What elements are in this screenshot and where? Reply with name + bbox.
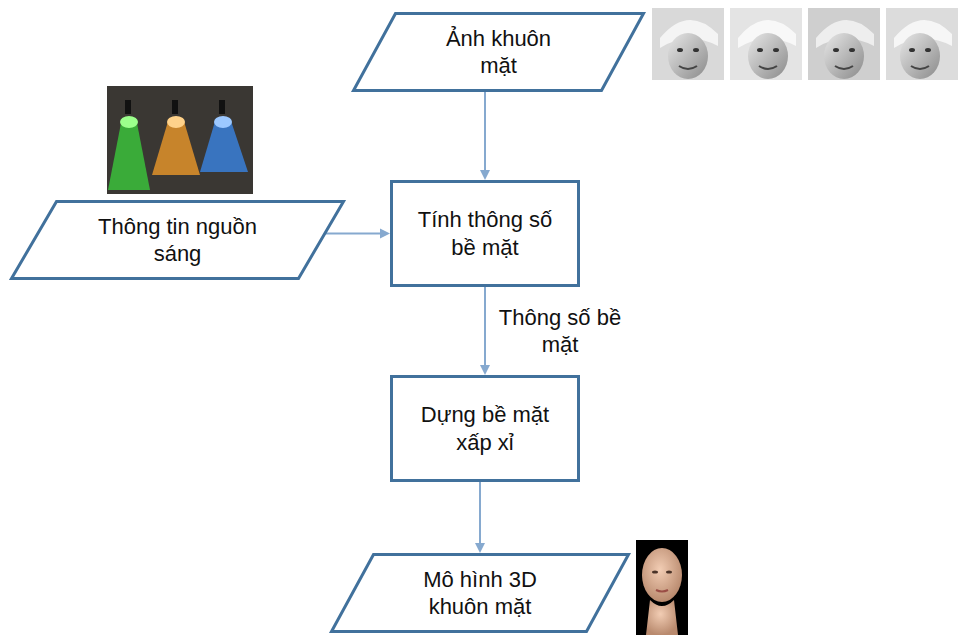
flow-arrow [475,482,485,553]
process-box: Dựng bề mặt xấp xỉ [390,375,580,482]
node-text: Tính thông số bề mặt [415,206,555,261]
parallelogram-outline [10,200,345,280]
node-text: Ảnh khuôn mặt [434,25,564,80]
light-sources-photo [107,86,253,194]
parallelogram-outline [330,553,630,633]
model-output: Mô hình 3D khuôn mặt [330,553,630,633]
parallelogram-path [354,14,644,91]
node-text: Dựng bề mặt xấp xỉ [415,401,555,456]
process-box: Tính thông số bề mặt [390,180,580,287]
parallelogram-path [332,555,629,632]
flow-arrow [321,229,391,239]
3d-head-render [636,540,688,635]
image-input: Ảnh khuôn mặt [352,12,645,92]
parallelogram-outline [352,12,645,92]
node-text: Thông tin nguồn sáng [93,213,263,268]
face-photos [652,8,958,80]
light-input: Thông tin nguồn sáng [10,200,345,280]
parallelogram-path [12,202,344,279]
flow-arrow [480,287,490,375]
flow-arrow [480,92,490,180]
node-text: Mô hình 3D khuôn mặt [395,566,565,621]
edge-label: Thông số bề mặt [495,304,625,359]
